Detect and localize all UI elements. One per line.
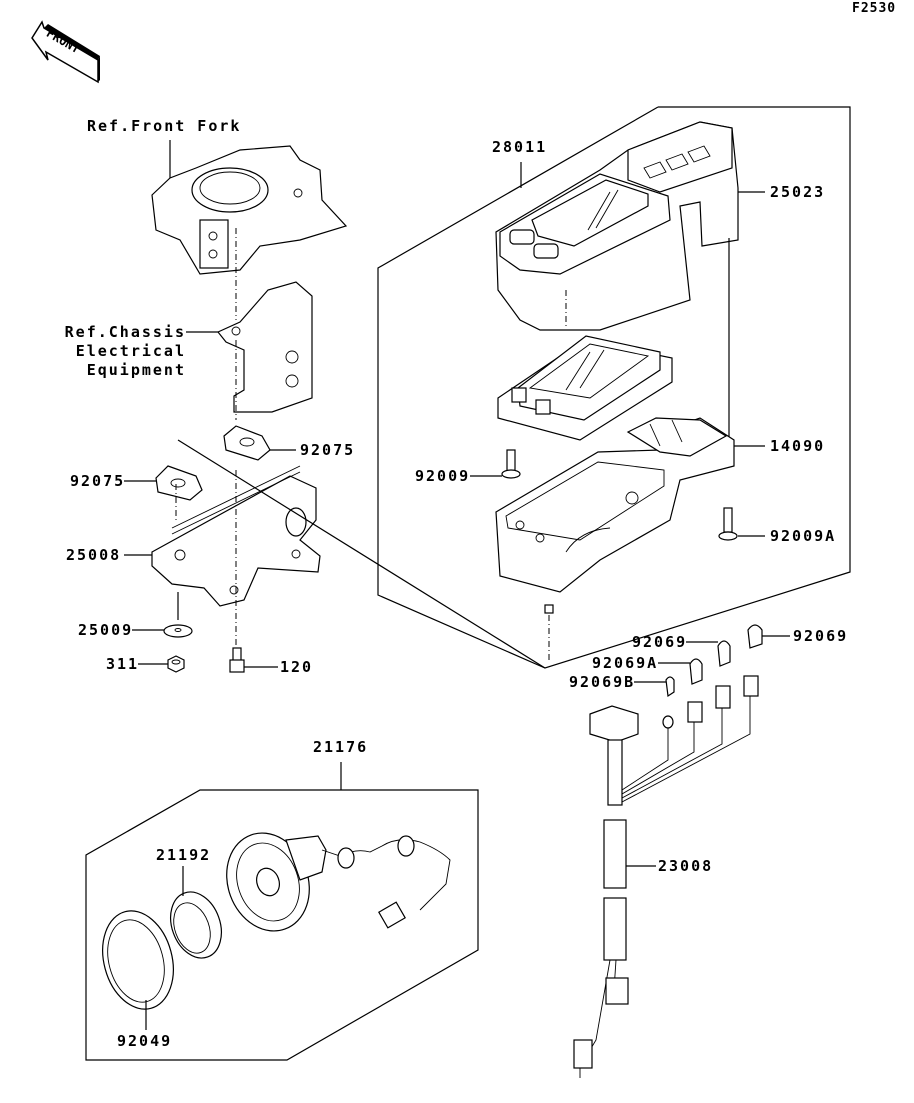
ref-chassis-line2: Electrical <box>75 342 186 360</box>
part-label-92049: 92049 <box>117 1032 173 1050</box>
ref-chassis-line1: Ref.Chassis <box>64 323 186 341</box>
part-label-21176: 21176 <box>313 738 369 756</box>
part-label-92075-right: 92075 <box>300 441 356 459</box>
part-label-92075-left: 92075 <box>70 472 126 490</box>
bulb-92069-mid <box>717 640 731 667</box>
part-label-25009: 25009 <box>78 621 134 639</box>
damper-92075-right <box>223 425 271 461</box>
front-direction-arrow-icon: FRONT <box>31 20 100 84</box>
figure-id: F2530 <box>852 1 897 16</box>
bolt-120 <box>229 647 245 673</box>
sensor-housing <box>226 832 451 932</box>
part-label-92009: 92009 <box>415 467 471 485</box>
damper-92075-left <box>155 465 203 501</box>
bulb-92069B <box>665 676 675 698</box>
nut-311 <box>167 655 185 673</box>
meter-unit <box>497 335 673 441</box>
bulb-92069A <box>689 658 703 685</box>
screw-92009A <box>718 507 738 541</box>
part-label-92069-mid: 92069 <box>632 633 688 651</box>
ref-chassis-label: Ref.Chassis Electrical Equipment <box>58 323 186 380</box>
front-fork-clamp <box>151 145 348 320</box>
part-label-120: 120 <box>280 658 314 676</box>
assembly-frame-21176 <box>85 789 479 1061</box>
part-label-92069-top: 92069 <box>793 627 849 645</box>
part-label-92069B: 92069B <box>569 673 636 691</box>
wiring-harness-23008 <box>573 675 759 1078</box>
washer-25009 <box>163 624 193 638</box>
sensor-ring-21192 <box>170 891 222 959</box>
part-label-92069A: 92069A <box>592 654 659 672</box>
part-label-28011: 28011 <box>492 138 548 156</box>
part-label-21192: 21192 <box>156 846 212 864</box>
meter-case-14090 <box>495 417 735 660</box>
part-label-25023: 25023 <box>770 183 826 201</box>
meter-bracket-25008 <box>151 439 546 669</box>
part-label-23008: 23008 <box>658 857 714 875</box>
ref-front-fork-label: Ref.Front Fork <box>87 117 242 135</box>
trim-ring-92049 <box>102 910 174 1010</box>
part-label-311: 311 <box>106 655 140 673</box>
part-label-25008: 25008 <box>66 546 122 564</box>
ref-chassis-line3: Equipment <box>86 361 186 379</box>
screw-92009 <box>501 449 521 479</box>
chassis-bracket <box>217 281 313 420</box>
bulb-92069-top <box>747 624 763 649</box>
part-label-14090: 14090 <box>770 437 826 455</box>
part-label-92009A: 92009A <box>770 527 837 545</box>
meter-cover-25023 <box>495 121 739 331</box>
